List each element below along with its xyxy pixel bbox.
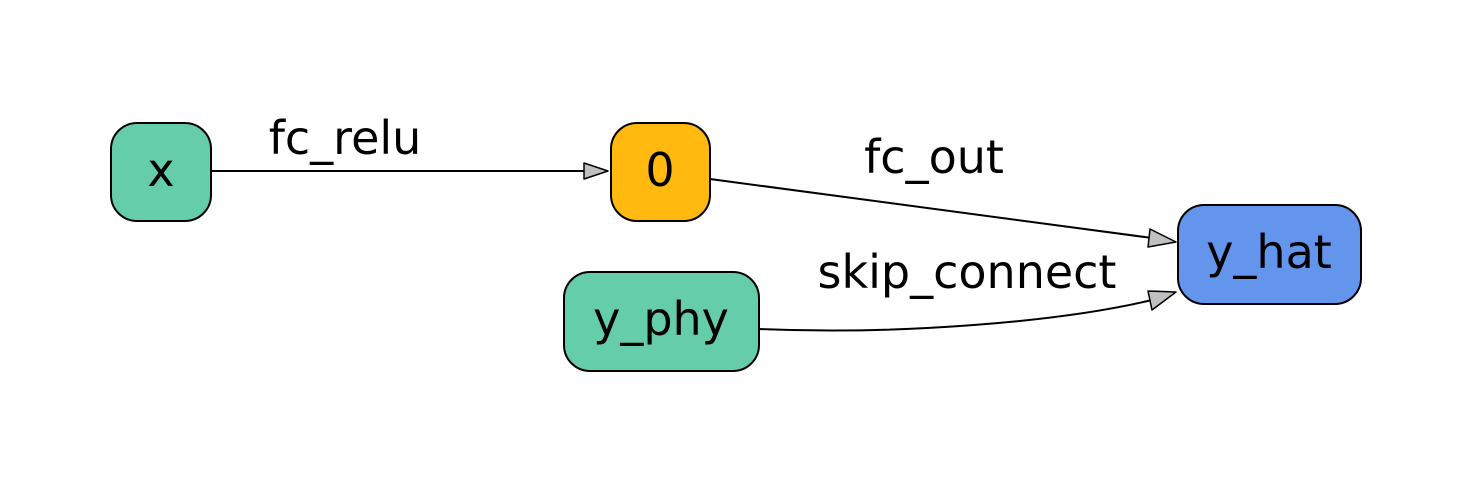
edge-fc-out-arrowhead	[1147, 228, 1177, 248]
edge-fc-out-label: fc_out	[864, 130, 1004, 184]
edge-fc-relu: fc_relu	[211, 111, 609, 180]
node-y-hat[interactable]: y_hat	[1177, 204, 1362, 305]
edge-skip-connect: skip_connect	[758, 245, 1177, 332]
node-x[interactable]: x	[110, 122, 212, 222]
node-y-hat-box	[1177, 204, 1362, 305]
node-zero[interactable]: 0	[610, 122, 711, 222]
edge-skip-connect-label: skip_connect	[818, 245, 1117, 299]
node-y-hat-label: y_hat	[1206, 225, 1332, 279]
node-x-box	[110, 122, 212, 222]
edge-fc-out-line	[709, 178, 1153, 239]
edge-skip-connect-arrowhead	[1147, 290, 1177, 311]
node-y-phy-label: y_phy	[593, 292, 729, 346]
node-zero-label: 0	[645, 143, 674, 197]
edge-skip-connect-line	[758, 299, 1153, 332]
node-y-phy[interactable]: y_phy	[563, 271, 760, 372]
node-zero-box	[610, 122, 711, 222]
edge-fc-relu-arrowhead	[583, 162, 609, 180]
edge-fc-out: fc_out	[709, 130, 1177, 248]
node-y-phy-box	[563, 271, 760, 372]
edge-fc-relu-label: fc_relu	[269, 111, 422, 165]
node-x-label: x	[147, 143, 174, 197]
